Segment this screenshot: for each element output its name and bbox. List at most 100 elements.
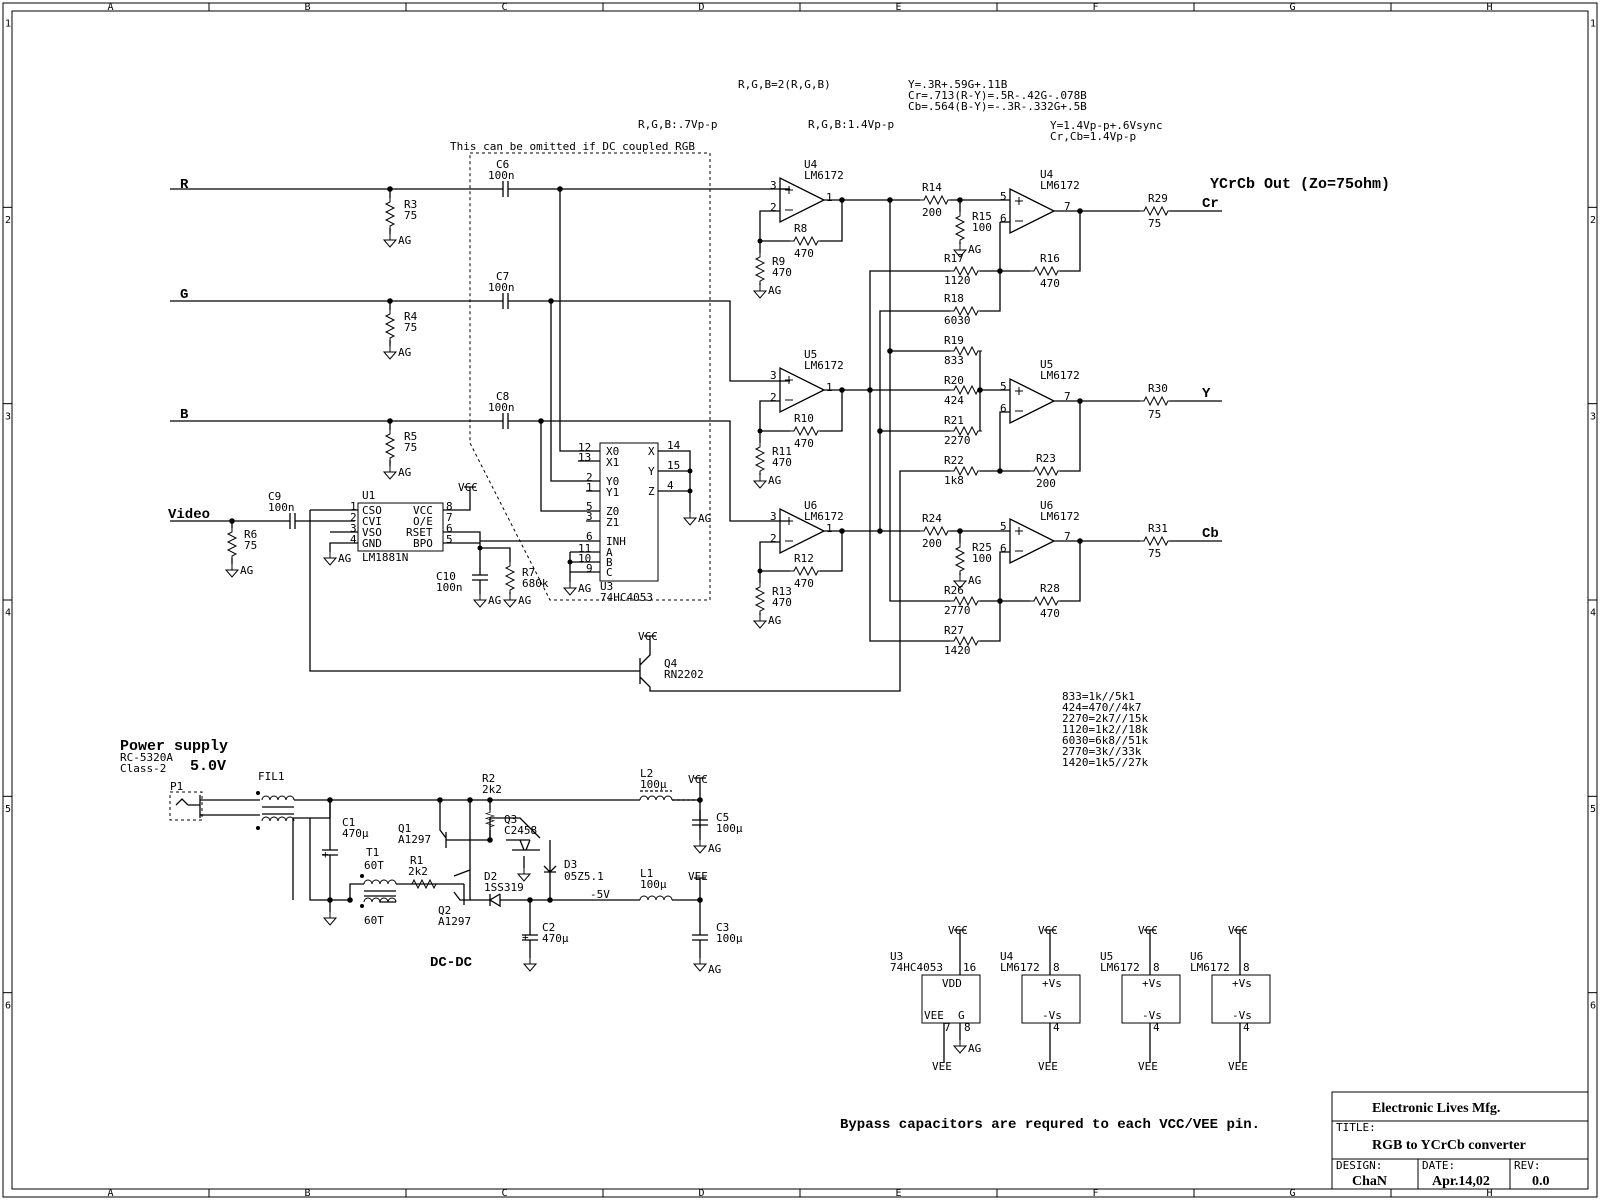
svg-text:LM6172: LM6172 — [1040, 510, 1080, 523]
svg-text:VEE: VEE — [688, 870, 708, 883]
svg-text:DATE:: DATE: — [1422, 1159, 1455, 1172]
frame-row-label: 5 — [1590, 804, 1596, 815]
svg-text:R4: R4 — [404, 310, 418, 323]
svg-text:C6: C6 — [496, 158, 509, 171]
drawing-date: Apr.14,02 — [1432, 1174, 1490, 1189]
svg-text:424=470//4k7: 424=470//4k7 — [1062, 701, 1141, 714]
svg-text:14: 14 — [667, 439, 681, 452]
frame-col-label: C — [502, 2, 508, 13]
out-title: YCrCb Out (Zo=75ohm) — [1210, 176, 1390, 193]
svg-text:100n: 100n — [268, 501, 295, 514]
svg-text:C7: C7 — [496, 270, 509, 283]
svg-text:4: 4 — [350, 533, 357, 546]
bypass-note: Bypass capacitors are requred to each VC… — [840, 1117, 1260, 1133]
svg-text:R1: R1 — [410, 854, 423, 867]
designer: ChaN — [1352, 1174, 1387, 1189]
svg-text:AG: AG — [398, 234, 411, 247]
svg-text:R29: R29 — [1148, 192, 1168, 205]
svg-text:5: 5 — [446, 533, 453, 546]
svg-text:R11: R11 — [772, 445, 792, 458]
svg-text:R14: R14 — [922, 181, 942, 194]
svg-text:1420=1k5//27k: 1420=1k5//27k — [1062, 756, 1148, 769]
frame-row-label: 3 — [5, 411, 11, 422]
svg-text:60T: 60T — [364, 859, 384, 872]
svg-text:200: 200 — [922, 537, 942, 550]
svg-text:+Vs: +Vs — [1232, 977, 1252, 990]
svg-text:U4: U4 — [804, 158, 818, 171]
svg-text:680k: 680k — [522, 577, 549, 590]
frame-row-label: 5 — [5, 804, 11, 815]
svg-text:Y0: Y0 — [606, 475, 619, 488]
svg-text:U5: U5 — [1100, 950, 1113, 963]
svg-text:1120: 1120 — [944, 274, 971, 287]
svg-text:R18: R18 — [944, 292, 964, 305]
svg-text:B: B — [606, 556, 613, 569]
svg-text:424: 424 — [944, 394, 964, 407]
svg-text:Z0: Z0 — [606, 505, 619, 518]
svg-text:75: 75 — [404, 209, 417, 222]
svg-text:5: 5 — [1000, 190, 1007, 203]
svg-text:R26: R26 — [944, 584, 964, 597]
svg-text:2270=2k7//15k: 2270=2k7//15k — [1062, 712, 1148, 725]
svg-text:LM6172: LM6172 — [1040, 179, 1080, 192]
omit-region — [469, 152, 711, 601]
svg-text:Z1: Z1 — [606, 516, 619, 529]
svg-text:R13: R13 — [772, 585, 792, 598]
frame-row-label: 4 — [1590, 608, 1596, 619]
svg-text:2: 2 — [586, 471, 593, 484]
output-cr: Cr — [1202, 196, 1219, 212]
svg-text:6: 6 — [1000, 542, 1007, 555]
svg-text:R8: R8 — [794, 222, 807, 235]
svg-text:R21: R21 — [944, 414, 964, 427]
svg-text:X: X — [648, 445, 655, 458]
svg-text:Q1: Q1 — [398, 822, 411, 835]
svg-text:833: 833 — [944, 354, 964, 367]
svg-text:U6: U6 — [804, 499, 817, 512]
svg-text:3: 3 — [770, 369, 777, 382]
svg-text:7: 7 — [1064, 200, 1071, 213]
svg-text:2k2: 2k2 — [408, 865, 428, 878]
svg-text:R3: R3 — [404, 198, 417, 211]
svg-text:-Vs: -Vs — [1232, 1009, 1252, 1022]
svg-text:Z: Z — [648, 485, 655, 498]
svg-text:C3: C3 — [716, 921, 729, 934]
svg-text:U3: U3 — [600, 580, 613, 593]
svg-text:C9: C9 — [268, 490, 281, 503]
svg-text:R7: R7 — [522, 566, 535, 579]
svg-text:100µ: 100µ — [716, 932, 743, 945]
svg-text:U3: U3 — [890, 950, 903, 963]
frame-col-label: F — [1093, 2, 1099, 13]
output-cb: Cb — [1202, 526, 1219, 542]
note-cb-eq: Cb=.564(B-Y)=-.3R-.332G+.5B — [908, 100, 1087, 113]
svg-text:R5: R5 — [404, 430, 417, 443]
svg-text:16: 16 — [963, 961, 976, 974]
svg-text:LM6172: LM6172 — [804, 510, 844, 523]
svg-text:C10: C10 — [436, 570, 456, 583]
svg-text:60T: 60T — [364, 914, 384, 927]
svg-text:470: 470 — [772, 266, 792, 279]
svg-text:VEE: VEE — [924, 1009, 944, 1022]
svg-text:VCC: VCC — [1228, 924, 1248, 937]
svg-text:2: 2 — [770, 391, 777, 404]
svg-text:VCC: VCC — [1038, 924, 1058, 937]
svg-text:1: 1 — [826, 522, 833, 535]
svg-text:6030: 6030 — [944, 314, 971, 327]
svg-text:VCC: VCC — [458, 481, 478, 494]
svg-text:5: 5 — [586, 500, 593, 513]
svg-text:C5: C5 — [716, 811, 729, 824]
frame-col-label: A — [108, 1188, 114, 1199]
svg-text:470: 470 — [772, 596, 792, 609]
svg-text:VCC: VCC — [948, 924, 968, 937]
frame-col-label: E — [896, 1188, 902, 1199]
svg-text:+Vs: +Vs — [1142, 977, 1162, 990]
svg-text:LM6172: LM6172 — [1040, 369, 1080, 382]
svg-text:75: 75 — [1148, 547, 1161, 560]
frame-row-label: 1 — [1590, 19, 1596, 30]
svg-text:8: 8 — [1153, 961, 1160, 974]
svg-text:VCC: VCC — [413, 504, 433, 517]
svg-text:LM6172: LM6172 — [1100, 961, 1140, 974]
